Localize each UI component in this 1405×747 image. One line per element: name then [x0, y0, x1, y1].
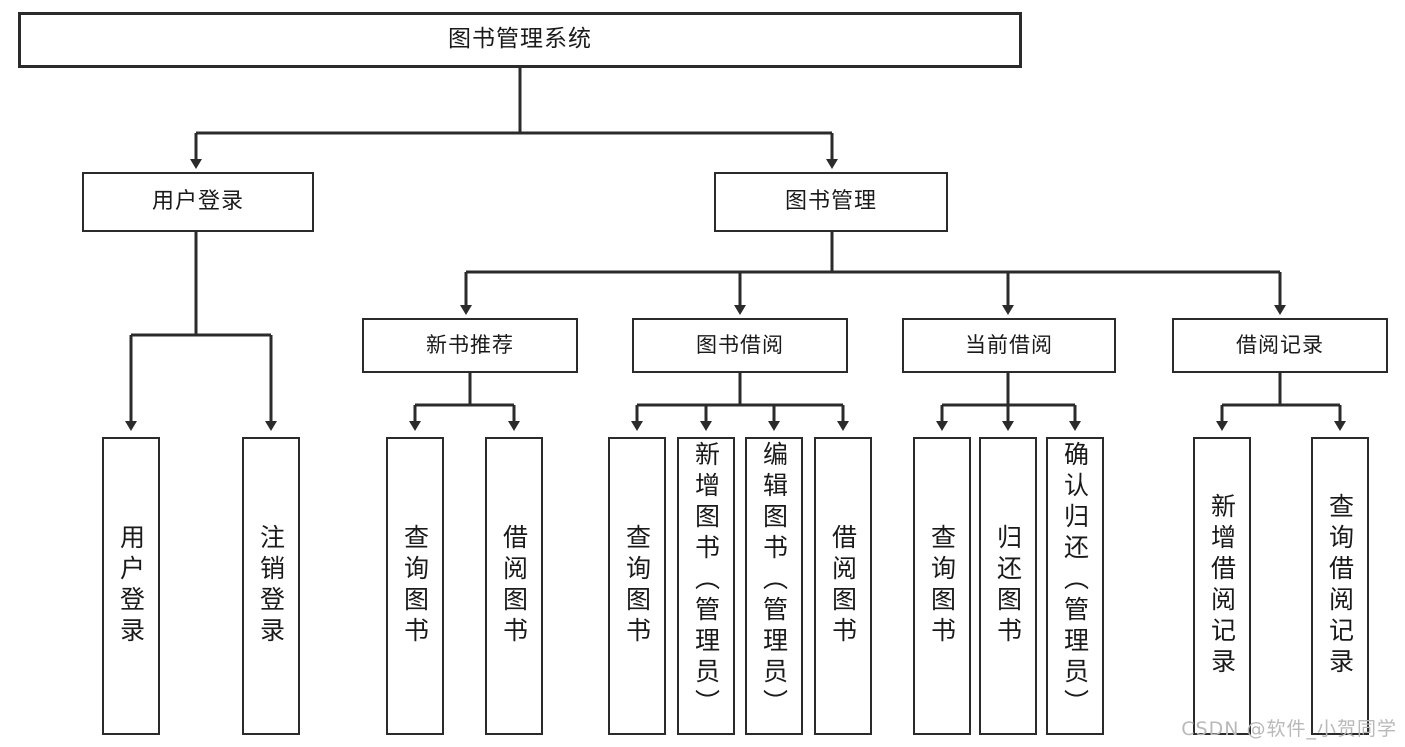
leaf-query-book-current[interactable]: 查询图书: [913, 437, 971, 735]
leaf-borrow-book-new[interactable]: 借阅图书: [485, 437, 543, 735]
leaf-query-borrow-record[interactable]: 查询借阅记录: [1311, 437, 1369, 735]
node-label: 图书管理: [784, 188, 877, 214]
node-new-book-recommend[interactable]: 新书推荐: [362, 318, 578, 373]
node-label: 图书管理系统: [448, 26, 592, 53]
node-label: 新增借阅记录: [1207, 493, 1237, 679]
leaf-user-login[interactable]: 用户登录: [102, 437, 160, 735]
node-label: 用户登录: [151, 188, 244, 214]
node-label: 当前借阅: [965, 332, 1053, 357]
node-label: 归还图书: [993, 524, 1023, 648]
node-label: 编辑图书（管理员）: [759, 441, 789, 720]
node-label: 注销登录: [256, 524, 286, 648]
node-book-borrow[interactable]: 图书借阅: [632, 318, 848, 373]
node-book-management[interactable]: 图书管理: [714, 172, 948, 232]
node-label: 借阅图书: [499, 524, 529, 648]
leaf-return-book[interactable]: 归还图书: [979, 437, 1037, 735]
leaf-add-borrow-record[interactable]: 新增借阅记录: [1193, 437, 1251, 735]
leaf-confirm-return-admin[interactable]: 确认归还（管理员）: [1046, 437, 1104, 735]
node-label: 查询图书: [927, 524, 957, 648]
leaf-query-book-new[interactable]: 查询图书: [386, 437, 444, 735]
leaf-logout[interactable]: 注销登录: [242, 437, 300, 735]
node-label: 新书推荐: [426, 332, 514, 357]
node-label: 查询借阅记录: [1325, 493, 1355, 679]
node-label: 借阅记录: [1236, 332, 1324, 357]
leaf-query-book-borrow[interactable]: 查询图书: [608, 437, 666, 735]
node-label: 新增图书（管理员）: [691, 441, 721, 720]
leaf-edit-book-admin[interactable]: 编辑图书（管理员）: [745, 437, 803, 735]
node-label: 图书借阅: [696, 332, 784, 357]
node-label: 确认归还（管理员）: [1060, 441, 1090, 720]
node-current-borrow[interactable]: 当前借阅: [902, 318, 1116, 373]
node-label: 查询图书: [400, 524, 430, 648]
watermark-text: CSDN @软件_小贺同学: [1181, 718, 1397, 740]
leaf-add-book-admin[interactable]: 新增图书（管理员）: [677, 437, 735, 735]
leaf-borrow-book[interactable]: 借阅图书: [814, 437, 872, 735]
node-borrow-record[interactable]: 借阅记录: [1172, 318, 1388, 373]
node-label: 用户登录: [116, 524, 146, 648]
node-user-login[interactable]: 用户登录: [82, 172, 314, 232]
node-label: 查询图书: [622, 524, 652, 648]
node-root-system[interactable]: 图书管理系统: [18, 12, 1022, 68]
node-label: 借阅图书: [828, 524, 858, 648]
